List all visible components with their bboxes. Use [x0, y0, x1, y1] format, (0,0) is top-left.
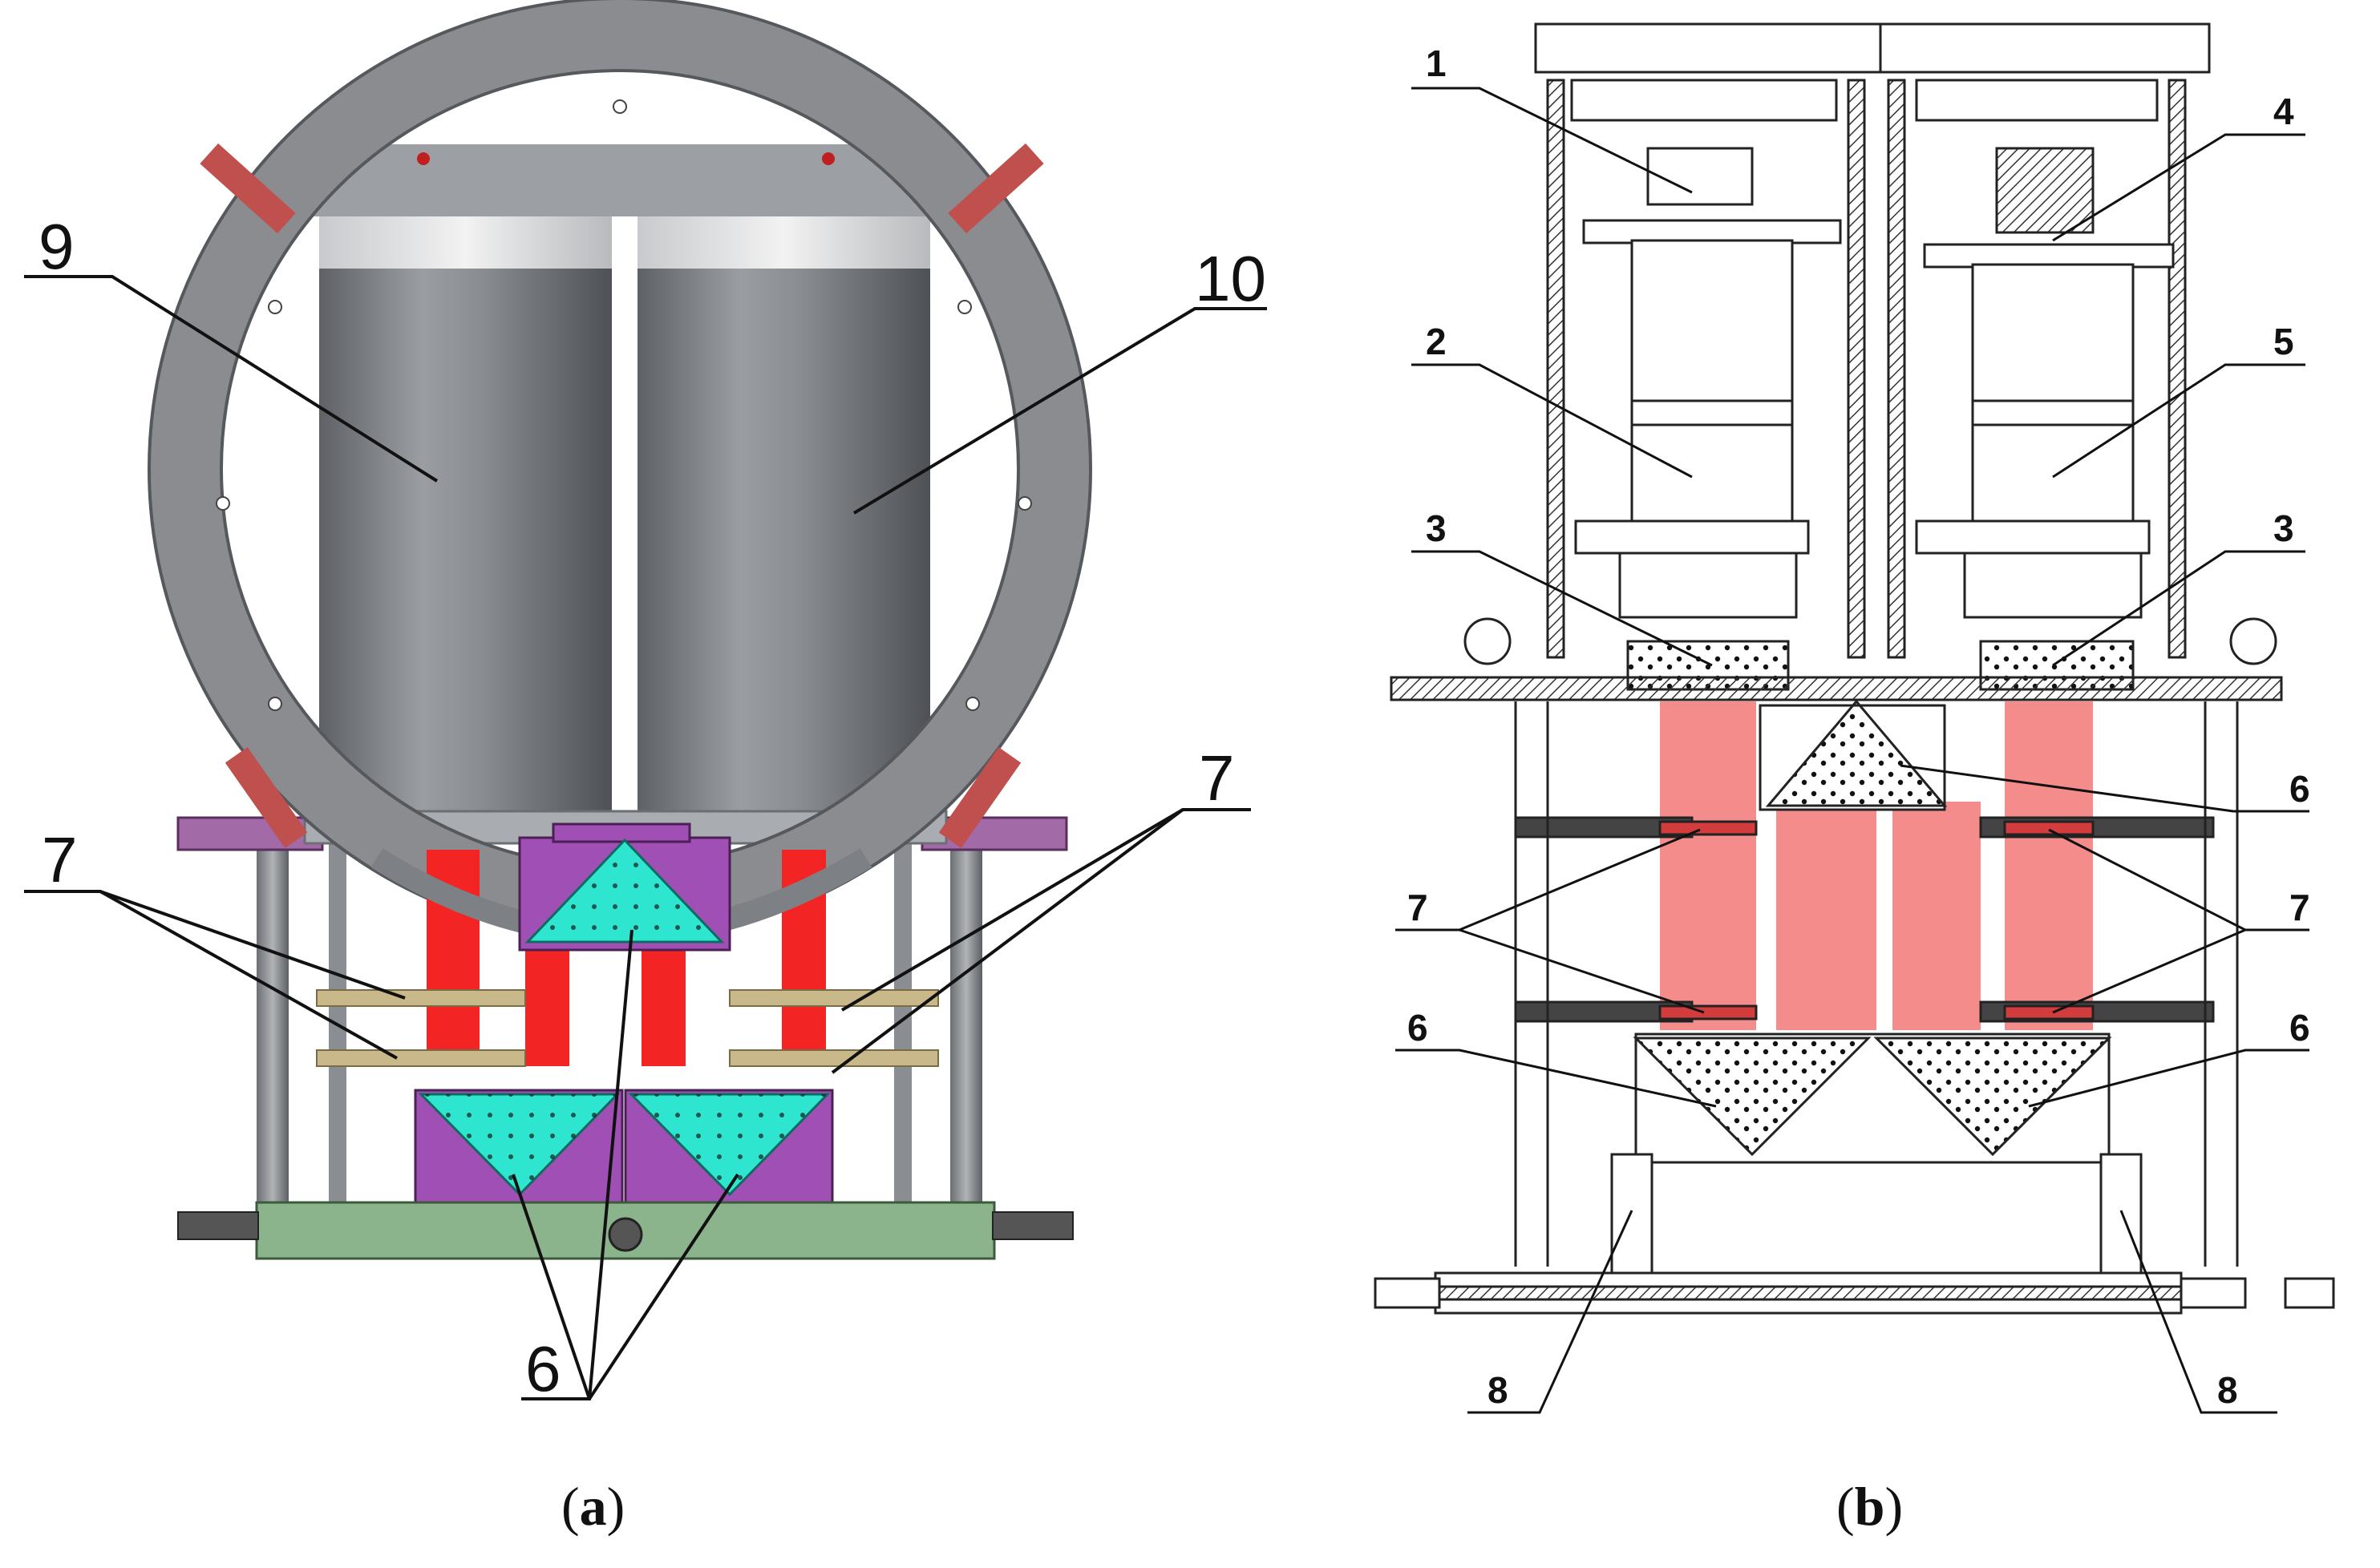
dotted-prism-6-top — [1765, 699, 1948, 807]
top-plate — [305, 144, 946, 216]
top-housing-right — [1879, 22, 2211, 74]
label-1: 1 — [1426, 42, 1447, 84]
red-pad-7 — [2003, 1004, 2095, 1020]
ring-clamp — [200, 143, 296, 234]
label-5: 5 — [2273, 321, 2294, 362]
label-2: 2 — [1426, 321, 1447, 362]
horizontal-rods — [316, 989, 939, 1067]
bar-right — [1923, 243, 2175, 269]
bottom-rail-inner — [1434, 1285, 2183, 1301]
caption-b-letter: b — [1854, 1476, 1885, 1537]
cyan-prism-top-dots — [528, 840, 722, 942]
label-6-top: 6 — [2289, 768, 2310, 810]
label-6: 6 — [525, 1333, 561, 1404]
cylinder-10-cap — [638, 212, 930, 269]
flange-left — [1618, 552, 1798, 619]
ring-clamp — [938, 747, 1022, 848]
caption-a-letter: a — [579, 1476, 607, 1537]
flange-right — [1963, 552, 2143, 619]
label-4: 4 — [2273, 91, 2294, 132]
clamp-left — [1463, 617, 1512, 665]
support-rod — [329, 834, 346, 1202]
label-3-right: 3 — [2273, 507, 2294, 549]
housing-wall-left — [1546, 79, 1565, 659]
dotted-prism-6-right — [1873, 1037, 2112, 1157]
leader-lines-a — [24, 275, 1267, 1400]
caption-a: (a) — [561, 1476, 625, 1537]
prism-holder-bottom-b — [1634, 1033, 2111, 1164]
ring-pin — [417, 152, 430, 165]
component-5 — [1971, 263, 2135, 531]
panel-b-section-drawing — [1374, 22, 2335, 1414]
bottom-bolt-end — [2284, 1277, 2335, 1309]
ring-clamp — [948, 143, 1044, 234]
mount-plate-left — [1570, 79, 1838, 122]
base-bolt — [992, 1211, 1074, 1240]
base-knob — [608, 1217, 643, 1252]
red-pad-7 — [1658, 1004, 1758, 1020]
support-rod — [257, 834, 289, 1202]
red-pad-7 — [2003, 820, 2095, 836]
ring-pin — [822, 152, 835, 165]
label-8-left: 8 — [1488, 1369, 1508, 1411]
cyan-prism-bottom-right-dots — [631, 1094, 828, 1194]
bottom-bolt — [2180, 1277, 2247, 1309]
housing-wall — [1847, 79, 1866, 659]
pink-block — [1776, 802, 1876, 1030]
label-8-right: 8 — [2217, 1369, 2238, 1411]
bottom-bolt — [1374, 1277, 1441, 1309]
panel-a-3d-render: 9 10 7 7 6 — [24, 0, 1267, 1404]
label-6-left: 6 — [1407, 1007, 1428, 1049]
ring-clamp — [225, 747, 308, 848]
top-housing-left — [1534, 22, 1882, 74]
leader-lines-b — [1395, 87, 2309, 1414]
main-plate — [1390, 676, 2283, 701]
cyan-prism-bottom-left-dots — [421, 1094, 617, 1194]
label-7-right: 7 — [1199, 742, 1235, 814]
component-2 — [1630, 239, 1794, 531]
support-rod — [950, 834, 982, 1202]
red-pad-7 — [1658, 820, 1758, 836]
spring-4 — [1995, 147, 2095, 234]
caption-b: (b) — [1836, 1476, 1904, 1537]
leg-8-left — [1610, 1153, 1653, 1276]
housing-wall-right — [2168, 79, 2187, 659]
label-9: 9 — [38, 211, 75, 282]
label-7-left-b: 7 — [1407, 887, 1428, 928]
label-6-right: 6 — [2289, 1007, 2310, 1049]
label-7-right-b: 7 — [2289, 887, 2310, 928]
cylinder-9 — [319, 265, 612, 818]
mount-plate-right — [1915, 79, 2159, 122]
leg-8-right — [2099, 1153, 2143, 1276]
cylinder-9-cap — [319, 212, 612, 269]
base-bolt — [177, 1211, 259, 1240]
label-3-left: 3 — [1426, 507, 1447, 549]
bar-left — [1582, 219, 1842, 244]
bar-right-lower — [1915, 519, 2151, 555]
ring-holes — [216, 99, 1032, 711]
housing-wall — [1887, 79, 1906, 659]
cylinder-10 — [638, 265, 930, 818]
dotted-prism-6-left — [1633, 1037, 1872, 1157]
label-7-left: 7 — [42, 824, 78, 895]
bracket-1 — [1646, 147, 1754, 206]
pink-block — [1892, 802, 1981, 1030]
pink-block — [2005, 701, 2093, 1030]
labels-b: 1 4 2 5 3 3 6 7 7 6 6 8 8 — [1407, 42, 2310, 1411]
pink-block — [1660, 701, 1756, 1030]
bar-left-lower — [1574, 519, 1810, 555]
label-10: 10 — [1195, 243, 1266, 314]
clamp-right — [2229, 617, 2277, 665]
prism-holder-top-lip — [552, 822, 691, 843]
